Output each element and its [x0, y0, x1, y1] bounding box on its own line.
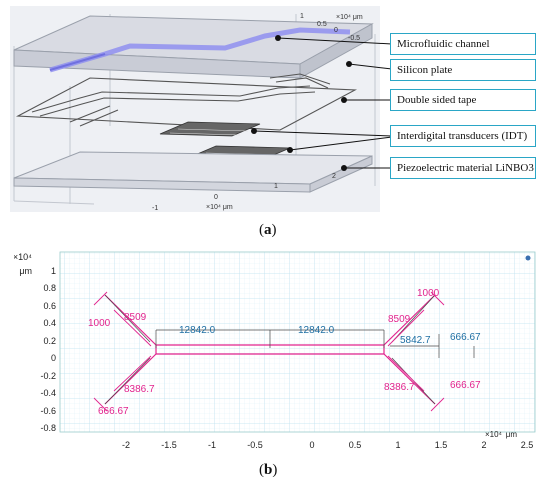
x-tick: -0.5: [247, 440, 263, 450]
caption-a: (a): [259, 222, 277, 238]
y-unit: μm: [19, 266, 32, 276]
y-tick: 0.4: [43, 318, 56, 328]
panel-b-cad: ×10⁴ 1 μm 0.8 0.6 0.4 0.2 0 -0.2 -0.4 -0…: [14, 251, 536, 450]
dim-right-5842: 5842.7: [400, 335, 431, 346]
dimension-labels: 1000 8509 8386.7 666.67 12842.0 12842.0 …: [88, 288, 481, 417]
bottom-tick-0: 0: [214, 194, 218, 201]
callout-double-sided-tape: Double sided tape: [390, 89, 536, 111]
y-tick: -0.8: [40, 423, 56, 433]
y-tick: 0.8: [43, 283, 56, 293]
panel-a-bottom-axis: -1 0 1 2 ×10⁴ μm: [152, 173, 336, 212]
y-tick: 0.6: [43, 301, 56, 311]
x-tick: 0.5: [349, 440, 362, 450]
callout-leaders: [251, 35, 393, 171]
x-tick: 1.5: [435, 440, 448, 450]
y-axis-labels: ×10⁴ 1 μm 0.8 0.6 0.4 0.2 0 -0.2 -0.4 -0…: [14, 252, 56, 433]
dim-left-1000: 1000: [88, 318, 111, 329]
y-exponent: ×10⁴: [14, 252, 32, 262]
dim-left-8509: 8509: [124, 312, 147, 323]
y-tick: 0.2: [43, 336, 56, 346]
top-tick-0: 0: [334, 27, 338, 34]
y-tick: 1: [51, 266, 56, 276]
bottom-tick-m1: -1: [152, 205, 158, 212]
dim-right-666-top: 666.67: [450, 332, 481, 343]
dim-right-8509: 8509: [388, 314, 411, 325]
x-exponent: ×10⁴: [485, 430, 503, 439]
x-tick: 0: [309, 440, 314, 450]
double-sided-tape-3d: [15, 73, 358, 131]
caption-b: (b): [259, 462, 278, 478]
dim-center-right: 12842.0: [298, 325, 335, 336]
microfluidic-channel-3d: [49, 27, 351, 73]
callout-label: Piezoelectric material LiNBO3: [397, 162, 534, 174]
bottom-tick-2: 2: [332, 173, 336, 180]
cad-grid: [59, 251, 536, 433]
bottom-tick-1: 1: [274, 183, 278, 190]
callout-idt: Interdigital transducers (IDT): [390, 125, 536, 147]
dim-right-8386: 8386.7: [384, 382, 415, 393]
y-tick: -0.6: [40, 406, 56, 416]
y-tick: -0.4: [40, 388, 56, 398]
y-tick: 0: [51, 353, 56, 363]
caption-letter-b: b: [264, 462, 273, 478]
bottom-axis-scale: ×10⁴ μm: [206, 204, 233, 211]
top-tick-m05: -0.5: [348, 35, 360, 42]
piezoelectric-substrate-3d: [13, 151, 373, 193]
top-tick-1: 1: [300, 13, 304, 20]
dim-center-left: 12842.0: [179, 325, 216, 336]
dim-left-8386: 8386.7: [124, 384, 155, 395]
x-tick: 1: [395, 440, 400, 450]
callout-label: Microfluidic channel: [397, 38, 490, 50]
callout-label: Double sided tape: [397, 94, 477, 106]
x-tick: -1.5: [161, 440, 177, 450]
x-unit: μm: [506, 430, 518, 439]
callout-label: Interdigital transducers (IDT): [397, 130, 528, 142]
callout-piezoelectric: Piezoelectric material LiNBO3: [390, 157, 536, 179]
top-axis-scale: ×10⁴ μm: [336, 14, 363, 21]
dimension-ticks: [93, 291, 445, 412]
callout-label: Silicon plate: [397, 64, 453, 76]
callout-microfluidic-channel: Microfluidic channel: [390, 33, 536, 55]
callout-silicon-plate: Silicon plate: [390, 59, 536, 81]
x-axis-labels: -2 -1.5 -1 -0.5 0 0.5 1 1.5 2 2.5 ×10⁴ μ…: [122, 430, 533, 450]
dim-right-1000: 1000: [417, 288, 440, 299]
x-tick: 2: [481, 440, 486, 450]
panel-a-top-axis: 1 0.5 0 -0.5 ×10⁴ μm: [300, 13, 363, 42]
dim-left-666: 666.67: [98, 406, 129, 417]
x-tick: -1: [208, 440, 216, 450]
view-indicator-icon: [525, 255, 531, 261]
x-tick: -2: [122, 440, 130, 450]
top-tick-05: 0.5: [317, 21, 327, 28]
caption-letter-a: a: [264, 222, 272, 238]
dim-right-666-bottom: 666.67: [450, 380, 481, 391]
x-tick: 2.5: [521, 440, 534, 450]
y-tick: -0.2: [40, 371, 56, 381]
